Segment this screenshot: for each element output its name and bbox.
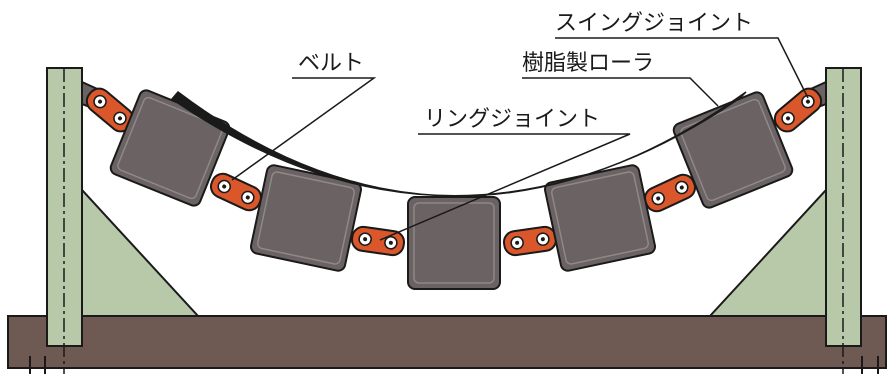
base-beam [7, 315, 887, 369]
ring-joint-4 [643, 173, 697, 213]
roller-1 [109, 89, 231, 207]
left-gusset [81, 187, 201, 317]
right-post [825, 67, 879, 374]
left-post [29, 67, 83, 374]
right-gusset [707, 187, 827, 317]
swing-joint-right [773, 87, 823, 133]
label-ring-joint: リングジョイント [424, 107, 600, 132]
belt [170, 90, 747, 197]
label-resin-roller: 樹脂製ローラ [522, 51, 654, 76]
swing-joint-left [85, 87, 135, 133]
roller-2 [249, 164, 363, 272]
label-belt: ベルト [298, 51, 364, 76]
label-swing-joint: スイングジョイント [555, 11, 753, 36]
leader-belt [231, 77, 377, 181]
ring-joint-2 [351, 225, 405, 257]
ring-joint-3 [503, 225, 557, 257]
roller-3 [407, 196, 501, 290]
leader-swing-joint [555, 37, 809, 99]
roller-4 [543, 164, 657, 272]
leader-resin-roller [522, 77, 719, 107]
leader-ring-joint [379, 133, 631, 241]
